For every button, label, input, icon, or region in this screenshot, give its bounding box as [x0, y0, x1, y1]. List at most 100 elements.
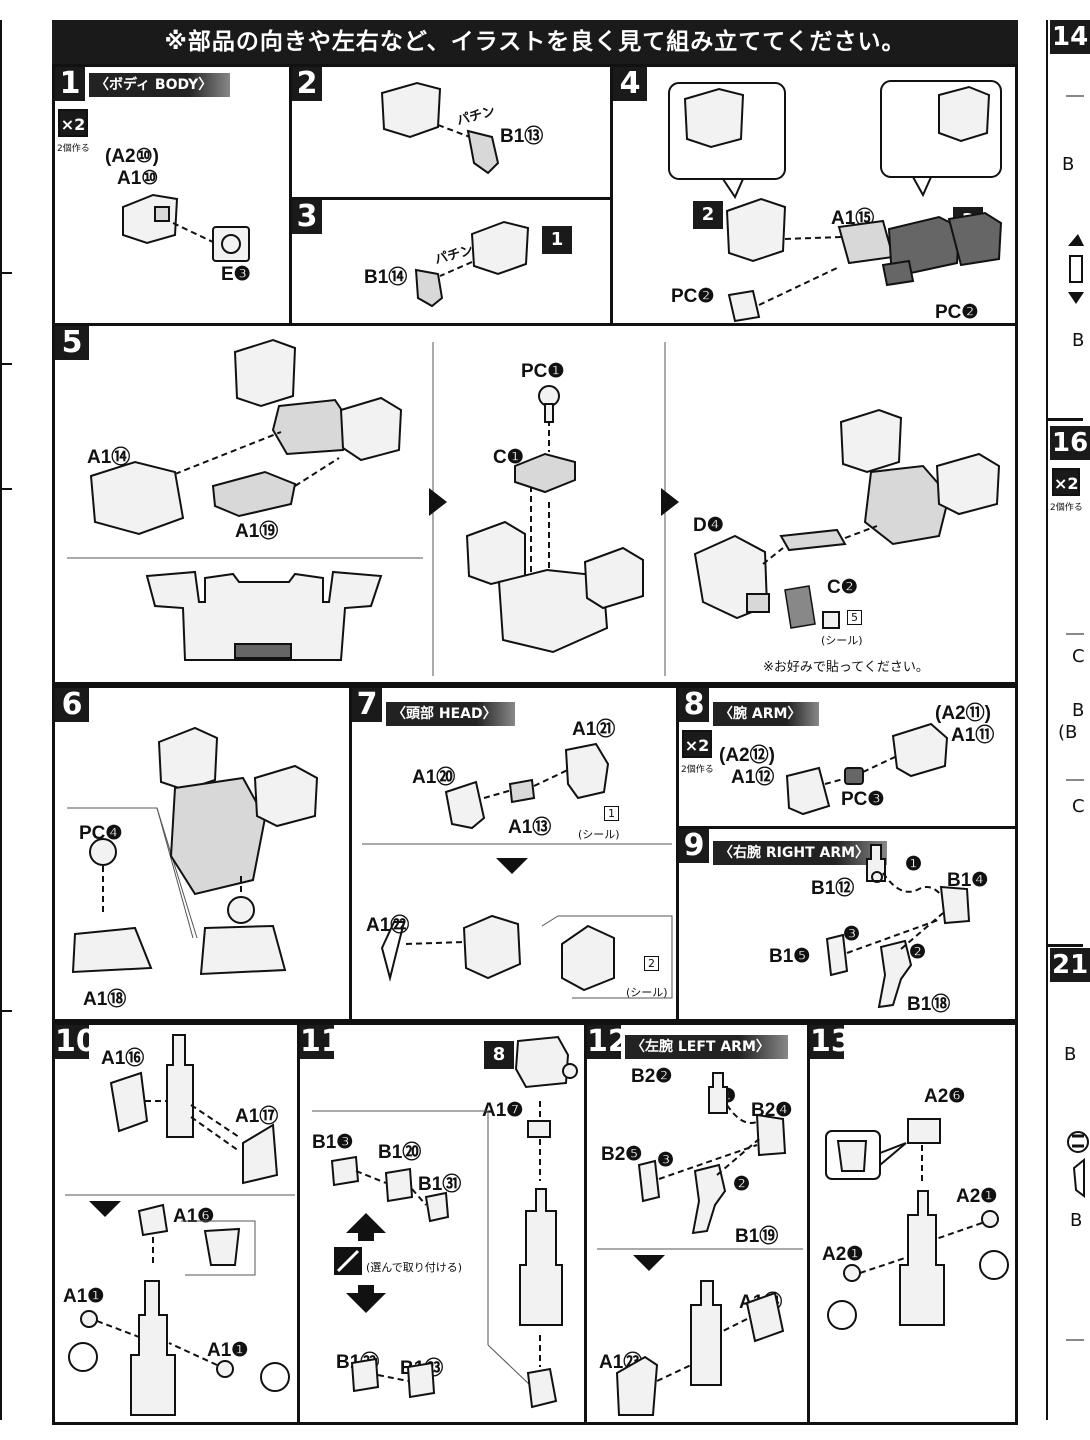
step-10-illustration [65, 1034, 295, 1416]
step-number: 6 [55, 688, 89, 722]
reference-step-badge: 2 [693, 201, 723, 229]
part-label: PC❷ [935, 302, 979, 323]
part-label: A1⑲ [235, 521, 279, 542]
part-label: B2❺ [601, 1144, 643, 1165]
part-label: PC❹ [79, 823, 123, 844]
step-5-panel: 5 A1⑭ A1⑲ PC❶ C❶ D❹ C❷ 5 (シール) ※お好みで貼ってく… [52, 323, 1018, 685]
part-label: PC❷ [671, 286, 715, 307]
part-label: C [1072, 646, 1085, 667]
part-label: (A2⑩) [105, 146, 159, 167]
part-label: B1㉛ [418, 1174, 462, 1195]
step-13-panel: 13 A2❻ A2❶ A2❶ [807, 1022, 1018, 1425]
order-marker: ❸ [843, 924, 861, 945]
step-9-panel: 9 〈右腕 RIGHT ARM〉 B1⑫ B1❹ B1❺ B1⑱ ❶ ❷ ❸ [676, 826, 1018, 1022]
sticker-note: (シール) [578, 828, 620, 841]
make-two-badge: ×2 [682, 730, 712, 758]
part-label: B1⑲ [735, 1226, 779, 1247]
right-page-divider [1048, 944, 1083, 947]
step-number: 14 [1050, 20, 1090, 54]
step-9-illustration [825, 844, 971, 1009]
make-two-note: 2個作る [681, 765, 714, 775]
sticker-number: 1 [604, 806, 619, 821]
step-number: 8 [679, 688, 709, 722]
step-4-panel: 4 2 3 A1⑮ PC❷ PC❷ [610, 64, 1018, 326]
part-label: (A2⑫) [719, 745, 775, 766]
make-two-badge: ×2 [1052, 468, 1080, 496]
sticker-number: 2 [644, 956, 659, 971]
part-label: A2❶ [956, 1186, 998, 1207]
order-marker: ❷ [909, 942, 927, 963]
step-8-panel: 8 〈腕 ARM〉 ×2 2個作る (A2⑪) A1⑪ (A2⑫) A1⑫ PC… [676, 685, 1018, 829]
part-label: B [1064, 1044, 1077, 1065]
left-page-divider [0, 1010, 12, 1012]
part-label: A1㉑ [572, 719, 616, 740]
step-4-illustration [668, 80, 1003, 323]
part-label: A1❼ [482, 1100, 524, 1121]
part-label: B [1070, 1210, 1083, 1231]
part-label: A2❻ [924, 1086, 966, 1107]
part-label: B1⑱ [907, 994, 951, 1015]
part-label: A1⑩ [117, 168, 159, 189]
order-marker: ❶ [905, 854, 923, 875]
right-page-edge [1046, 20, 1048, 1420]
step-7-illustration [362, 742, 673, 999]
part-label: A1⑭ [87, 447, 131, 468]
step-13-illustration [825, 1118, 1009, 1330]
sticker-number: 5 [847, 610, 862, 625]
part-label: B1❸ [312, 1132, 354, 1153]
left-page-divider [0, 272, 12, 274]
part-label: A1❶ [63, 1286, 105, 1307]
left-page-divider [0, 488, 12, 490]
part-label: A1⑱ [83, 989, 127, 1010]
part-label: B1❹ [947, 870, 989, 891]
part-label: B2❷ [631, 1066, 673, 1087]
step-number: 2 [292, 67, 322, 101]
make-two-note: 2個作る [1050, 503, 1083, 513]
make-two-badge: ×2 [58, 109, 88, 137]
part-label: B [1072, 700, 1085, 721]
step-11-illustration [312, 1035, 578, 1409]
part-label: A1❶ [207, 1340, 249, 1361]
step-1-illustration [122, 193, 250, 262]
step-11-panel: 11 8 A1❼ B1❸ B1⑳ B1㉛ B1㉒ B1㉓ (選んで取り付ける) [297, 1022, 587, 1425]
step-title: 〈ボディ BODY〉 [89, 73, 231, 97]
step-title: 〈頭部 HEAD〉 [386, 702, 515, 726]
part-label: C [1072, 796, 1085, 817]
step-number: 7 [352, 688, 382, 722]
part-label: A1⑬ [508, 817, 552, 838]
reference-step-badge: 8 [484, 1041, 514, 1069]
part-label: C❷ [827, 577, 858, 598]
step-number: 5 [55, 326, 89, 360]
step-2-panel: 2 パチン B1⑬ [289, 64, 613, 200]
sticker-note: (シール) [821, 634, 863, 647]
part-label: A1⑪ [951, 725, 995, 746]
part-label: B [1062, 154, 1075, 175]
step-number: 3 [292, 200, 322, 234]
part-label: (B [1058, 722, 1078, 743]
instruction-banner: ※部品の向きや左右など、イラストを良く見て組み立ててください。 [52, 20, 1018, 64]
order-marker: ❷ [733, 1174, 751, 1195]
step-3-panel: 3 1 パチン B1⑭ [289, 197, 613, 326]
right-page-illustration [1066, 95, 1089, 1341]
part-label: A1⑰ [235, 1106, 279, 1127]
step-number: 1 [55, 67, 85, 101]
part-label: A1⑯ [101, 1048, 145, 1069]
step-1-panel: 1 〈ボディ BODY〉 ×2 2個作る (A2⑩) A1⑩ E❸ [52, 64, 292, 326]
step-2-illustration [380, 81, 500, 175]
step-number: 21 [1050, 948, 1090, 982]
part-label: A1❻ [173, 1206, 215, 1227]
part-label: PC❶ [521, 361, 565, 382]
step-number: 9 [679, 829, 709, 863]
optional-sticker-note: ※お好みで貼ってください。 [763, 660, 929, 675]
step-number: 4 [613, 67, 647, 101]
step-8-illustration [785, 722, 949, 816]
step-12-illustration [597, 1072, 803, 1416]
step-6-panel: 6 PC❹ A1⑱ [52, 685, 352, 1022]
part-label: B1⑳ [378, 1142, 422, 1163]
order-marker: ❸ [657, 1150, 675, 1171]
part-label: A1㉒ [366, 915, 410, 936]
part-label: C❶ [493, 447, 524, 468]
part-label: B [1072, 330, 1085, 351]
part-label: E❸ [221, 264, 251, 285]
step-title: 〈左腕 LEFT ARM〉 [625, 1035, 788, 1059]
